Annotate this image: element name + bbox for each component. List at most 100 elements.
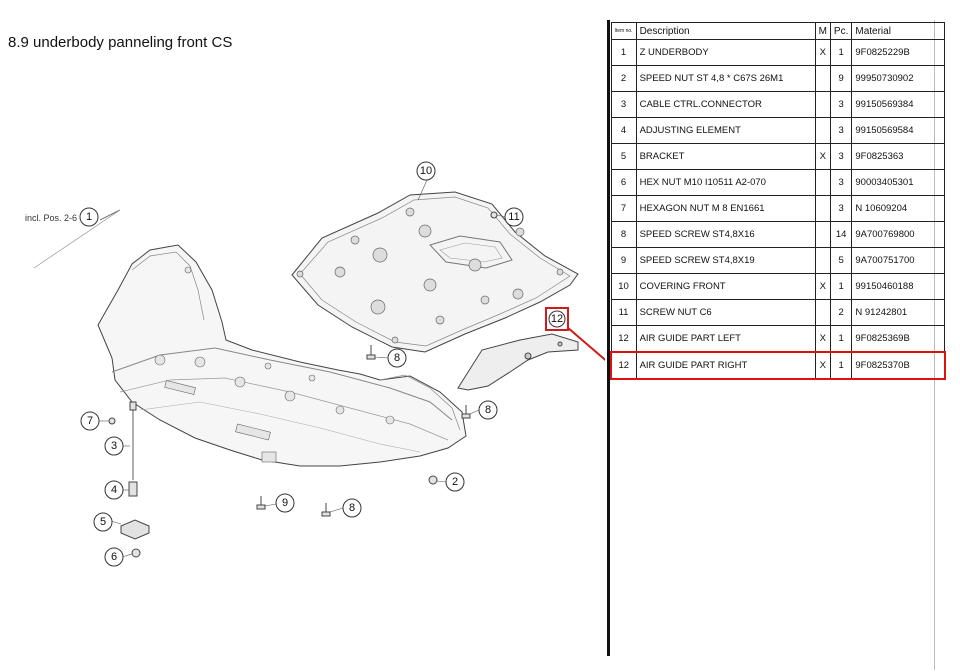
callout-10: 10 bbox=[420, 165, 432, 177]
cell-material: 9A700751700 bbox=[851, 247, 946, 274]
cell-m bbox=[814, 299, 831, 326]
callout-2: 2 bbox=[452, 476, 458, 488]
callout-circles bbox=[79, 161, 524, 567]
cell-description: SPEED NUT ST 4,8 * C67S 26M1 bbox=[635, 65, 816, 92]
cell-item: 2 bbox=[610, 65, 637, 92]
cell-pc: 1 bbox=[829, 325, 853, 353]
cell-material: 9A700769800 bbox=[851, 221, 946, 248]
cell-description: CABLE CTRL.CONNECTOR bbox=[635, 91, 816, 118]
cell-material: 90003405301 bbox=[851, 169, 946, 196]
cell-description: AIR GUIDE PART LEFT bbox=[635, 325, 816, 353]
divider-line bbox=[607, 20, 610, 656]
cell-m bbox=[814, 195, 831, 222]
table-header-row: Item no. Description M Pc. Material bbox=[610, 22, 946, 40]
cell-m bbox=[814, 65, 831, 92]
cell-pc: 1 bbox=[829, 273, 853, 300]
cell-material: N 10609204 bbox=[851, 195, 946, 222]
header-pc: Pc. bbox=[829, 22, 853, 40]
cell-m: X bbox=[814, 39, 831, 66]
header-material: Material bbox=[851, 22, 946, 40]
cell-material: 99150460188 bbox=[851, 273, 946, 300]
callout-5: 5 bbox=[100, 516, 106, 528]
cell-pc: 3 bbox=[829, 195, 853, 222]
cell-description: BRACKET bbox=[635, 143, 816, 170]
cell-item: 5 bbox=[610, 143, 637, 170]
cell-item: 8 bbox=[610, 221, 637, 248]
cell-description: SPEED SCREW ST4,8X19 bbox=[635, 247, 816, 274]
callout-8-b: 8 bbox=[485, 404, 491, 416]
cell-pc: 1 bbox=[829, 39, 853, 66]
cell-pc: 3 bbox=[829, 143, 853, 170]
exploded-parts-diagram: incl. Pos. 2-6 bbox=[25, 161, 605, 567]
cell-material: 99950730902 bbox=[851, 65, 946, 92]
z-underbody-part bbox=[97, 244, 467, 467]
cell-m bbox=[814, 247, 831, 274]
cell-material: 9F0825369B bbox=[851, 325, 946, 353]
cell-item: 1 bbox=[610, 39, 637, 66]
cell-m: X bbox=[814, 351, 831, 380]
cell-item: 12 bbox=[609, 351, 637, 380]
cell-item: 12 bbox=[610, 325, 637, 353]
incl-note: incl. Pos. 2-6 bbox=[25, 213, 77, 223]
cell-description: HEX NUT M10 I10511 A2-070 bbox=[635, 169, 816, 196]
cell-description: Z UNDERBODY bbox=[635, 39, 816, 66]
cell-item: 7 bbox=[610, 195, 637, 222]
cell-description: SCREW NUT C6 bbox=[635, 299, 816, 326]
cell-item: 11 bbox=[610, 299, 637, 326]
callout-1: 1 bbox=[86, 211, 92, 223]
callout-8-c: 8 bbox=[349, 502, 355, 514]
header-item-no: Item no. bbox=[610, 22, 637, 40]
cell-item: 9 bbox=[610, 247, 637, 274]
callout-12: 12 bbox=[551, 313, 563, 325]
callout-12-highlight: 12 bbox=[545, 307, 605, 362]
cell-m bbox=[814, 117, 831, 144]
page-title: 8.9 underbody panneling front CS bbox=[8, 34, 233, 51]
callout-11: 11 bbox=[508, 211, 519, 223]
cell-item: 6 bbox=[610, 169, 637, 196]
cell-description: SPEED SCREW ST4,8X16 bbox=[635, 221, 816, 248]
z-underbody-details bbox=[154, 266, 395, 463]
cell-m bbox=[814, 169, 831, 196]
cell-m bbox=[814, 221, 831, 248]
covering-front-holes bbox=[296, 207, 564, 344]
cell-description: AIR GUIDE PART RIGHT bbox=[635, 351, 816, 380]
cell-material: 9F0825229B bbox=[851, 39, 946, 66]
header-m: M bbox=[814, 22, 831, 40]
cell-item: 10 bbox=[610, 273, 637, 300]
cell-description: COVERING FRONT bbox=[635, 273, 816, 300]
covering-front-part bbox=[291, 191, 579, 353]
cell-m: X bbox=[814, 325, 831, 353]
cell-pc: 5 bbox=[829, 247, 853, 274]
cell-material: N 91242801 bbox=[851, 299, 946, 326]
cell-pc: 1 bbox=[829, 351, 853, 380]
cell-pc: 3 bbox=[829, 169, 853, 196]
callout-6: 6 bbox=[111, 551, 117, 563]
callout-3: 3 bbox=[111, 440, 117, 452]
cell-item: 3 bbox=[610, 91, 637, 118]
cell-pc: 14 bbox=[829, 221, 853, 248]
cell-description: ADJUSTING ELEMENT bbox=[635, 117, 816, 144]
hardware-parts bbox=[108, 211, 498, 558]
cell-material: 9F0825363 bbox=[851, 143, 946, 170]
cell-material: 99150569384 bbox=[851, 91, 946, 118]
cell-m: X bbox=[814, 143, 831, 170]
cell-material: 99150569584 bbox=[851, 117, 946, 144]
cell-pc: 3 bbox=[829, 117, 853, 144]
cell-pc: 2 bbox=[829, 299, 853, 326]
cell-material: 9F0825370B bbox=[851, 351, 946, 380]
air-guide-part bbox=[457, 333, 579, 391]
cell-m: X bbox=[814, 273, 831, 300]
cell-m bbox=[814, 91, 831, 118]
